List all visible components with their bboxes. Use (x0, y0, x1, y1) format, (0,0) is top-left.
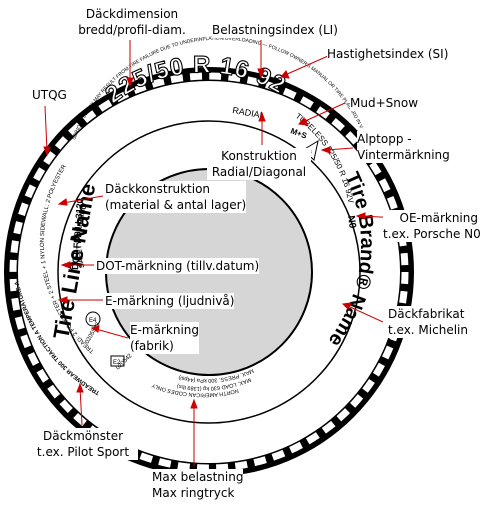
arrow-mud-snow (298, 102, 346, 126)
sidewall-inner-ring (57, 120, 361, 424)
label-load-index: Belastningsindex (LI) (212, 22, 338, 38)
label-e-noise: E-märkning (ljudnivå) (105, 293, 235, 309)
label-oe: OE-märkning t.ex. Porsche N0 (383, 210, 481, 242)
arrow-max (190, 398, 198, 466)
label-pattern: Däckmönster t.ex. Pilot Sport (28, 428, 138, 460)
arrow-dot (60, 261, 94, 269)
arrow-utqg (43, 105, 51, 157)
label-utqg: UTQG (32, 87, 67, 103)
arrow-construction (258, 111, 266, 145)
arrow-load-index (257, 40, 265, 79)
arrow-speed-index (280, 55, 329, 79)
arrow-tire-construction (57, 195, 104, 206)
label-construction: Konstruktion Radial/Diagonal (207, 148, 311, 180)
e4-mark: E4 (85, 311, 101, 327)
arrow-e-noise (57, 296, 103, 304)
label-size: Däckdimension bredd/profil-diam. (78, 6, 186, 38)
arrow-alpine (320, 146, 354, 154)
svg-text:E4: E4 (89, 318, 97, 324)
svg-text:E2: E2 (113, 360, 121, 366)
arrow-size (126, 40, 134, 88)
dot-text: DOT FD8J L3120 (70, 198, 85, 270)
label-dot: DOT-märkning (tillv.datum) (96, 258, 260, 274)
oe-mark-text: N0 (345, 215, 358, 230)
e2-mark: E2 (110, 355, 125, 367)
label-max: Max belastning Max ringtryck (152, 469, 244, 501)
arrow-pattern (76, 382, 84, 426)
callout-arrows (43, 40, 401, 466)
arrow-e-factory (90, 325, 129, 339)
arrow-brand (341, 302, 384, 323)
label-brand: Däckfabrikat t.ex. Michelin (388, 306, 468, 338)
label-tire-construction: Däckkonstruktion (material & antal lager… (105, 181, 247, 213)
tread-blocks (9, 72, 409, 472)
label-e-factory: E-märkning (fabrik) (130, 322, 199, 354)
label-alpine: Alptopp - Vintermärkning (357, 131, 450, 163)
label-mud-snow: Mud+Snow (350, 95, 419, 111)
label-speed-index: Hastighetsindex (SI) (327, 46, 449, 62)
